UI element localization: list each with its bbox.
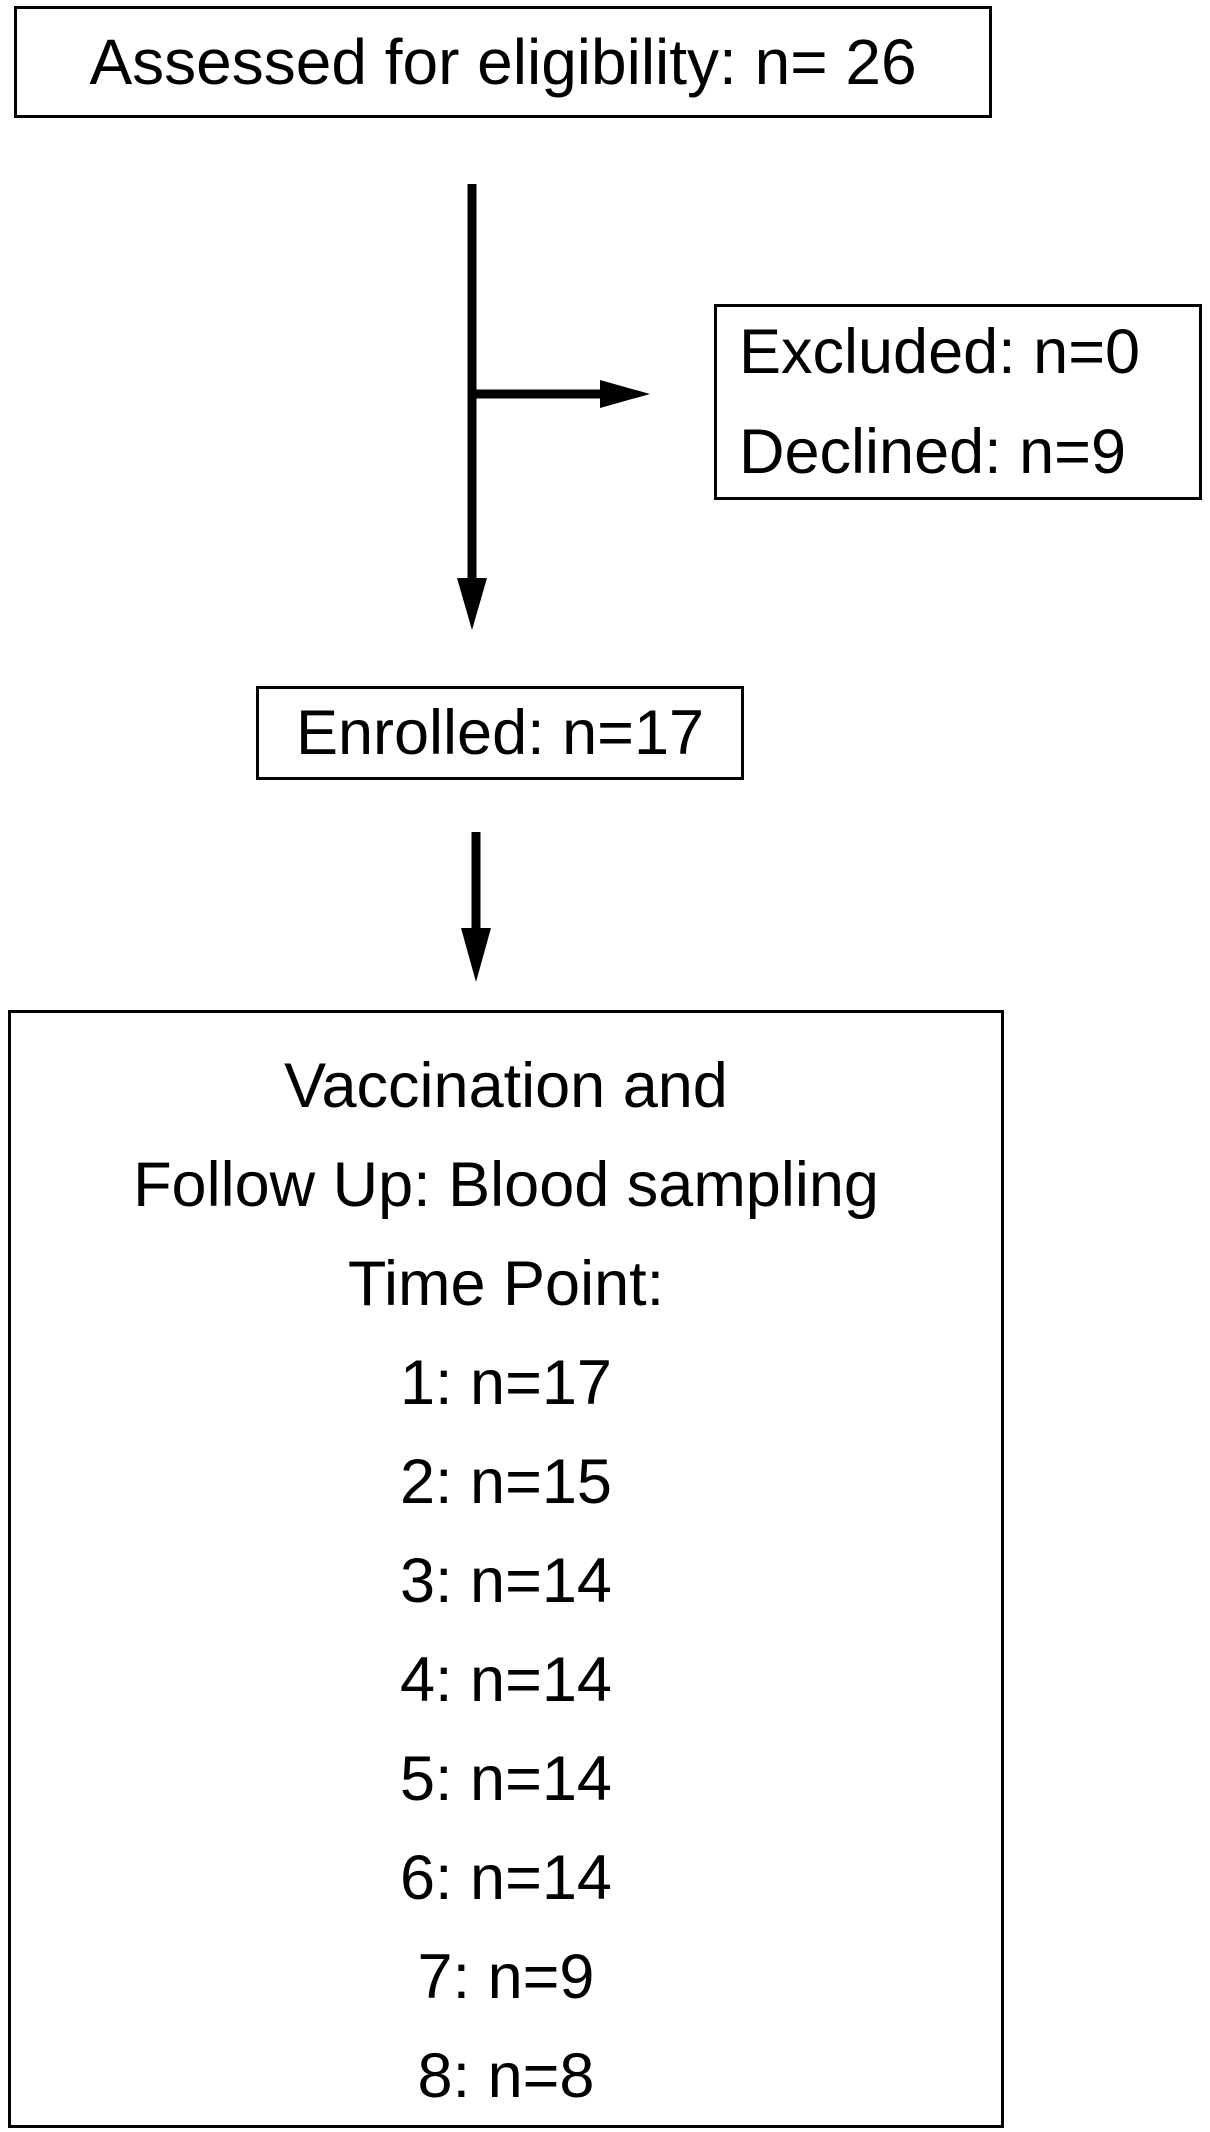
enrolled-text: Enrolled: n=17 [295,698,705,768]
followup-title-line2: Follow Up: Blood sampling [133,1150,879,1220]
assessed-text: Assessed for eligibility: n= 26 [89,26,917,98]
time-point-1: 1: n=17 [400,1348,612,1418]
declined-count: Declined: n=9 [739,417,1127,487]
vaccination-followup-box: Vaccination and Follow Up: Blood samplin… [8,1010,1004,2128]
time-point-7: 7: n=9 [417,1942,595,2012]
arrow-enrolled-to-followup-head [461,928,491,982]
arrow-assessed-to-enrolled-head [457,578,487,630]
time-point-2: 2: n=15 [400,1447,612,1517]
followup-title-line3: Time Point: [347,1249,665,1319]
followup-title-line1: Vaccination and [284,1051,728,1121]
time-point-3: 3: n=14 [400,1546,612,1616]
time-point-6: 6: n=14 [400,1843,612,1913]
time-point-8: 8: n=8 [417,2041,595,2111]
time-point-4: 4: n=14 [400,1645,612,1715]
arrow-to-excluded-head [600,380,650,408]
excluded-declined-box: Excluded: n=0 Declined: n=9 [714,304,1202,500]
time-point-5: 5: n=14 [400,1744,612,1814]
assessed-for-eligibility-box: Assessed for eligibility: n= 26 [14,6,992,118]
enrolled-box: Enrolled: n=17 [256,686,744,780]
excluded-count: Excluded: n=0 [739,317,1141,387]
